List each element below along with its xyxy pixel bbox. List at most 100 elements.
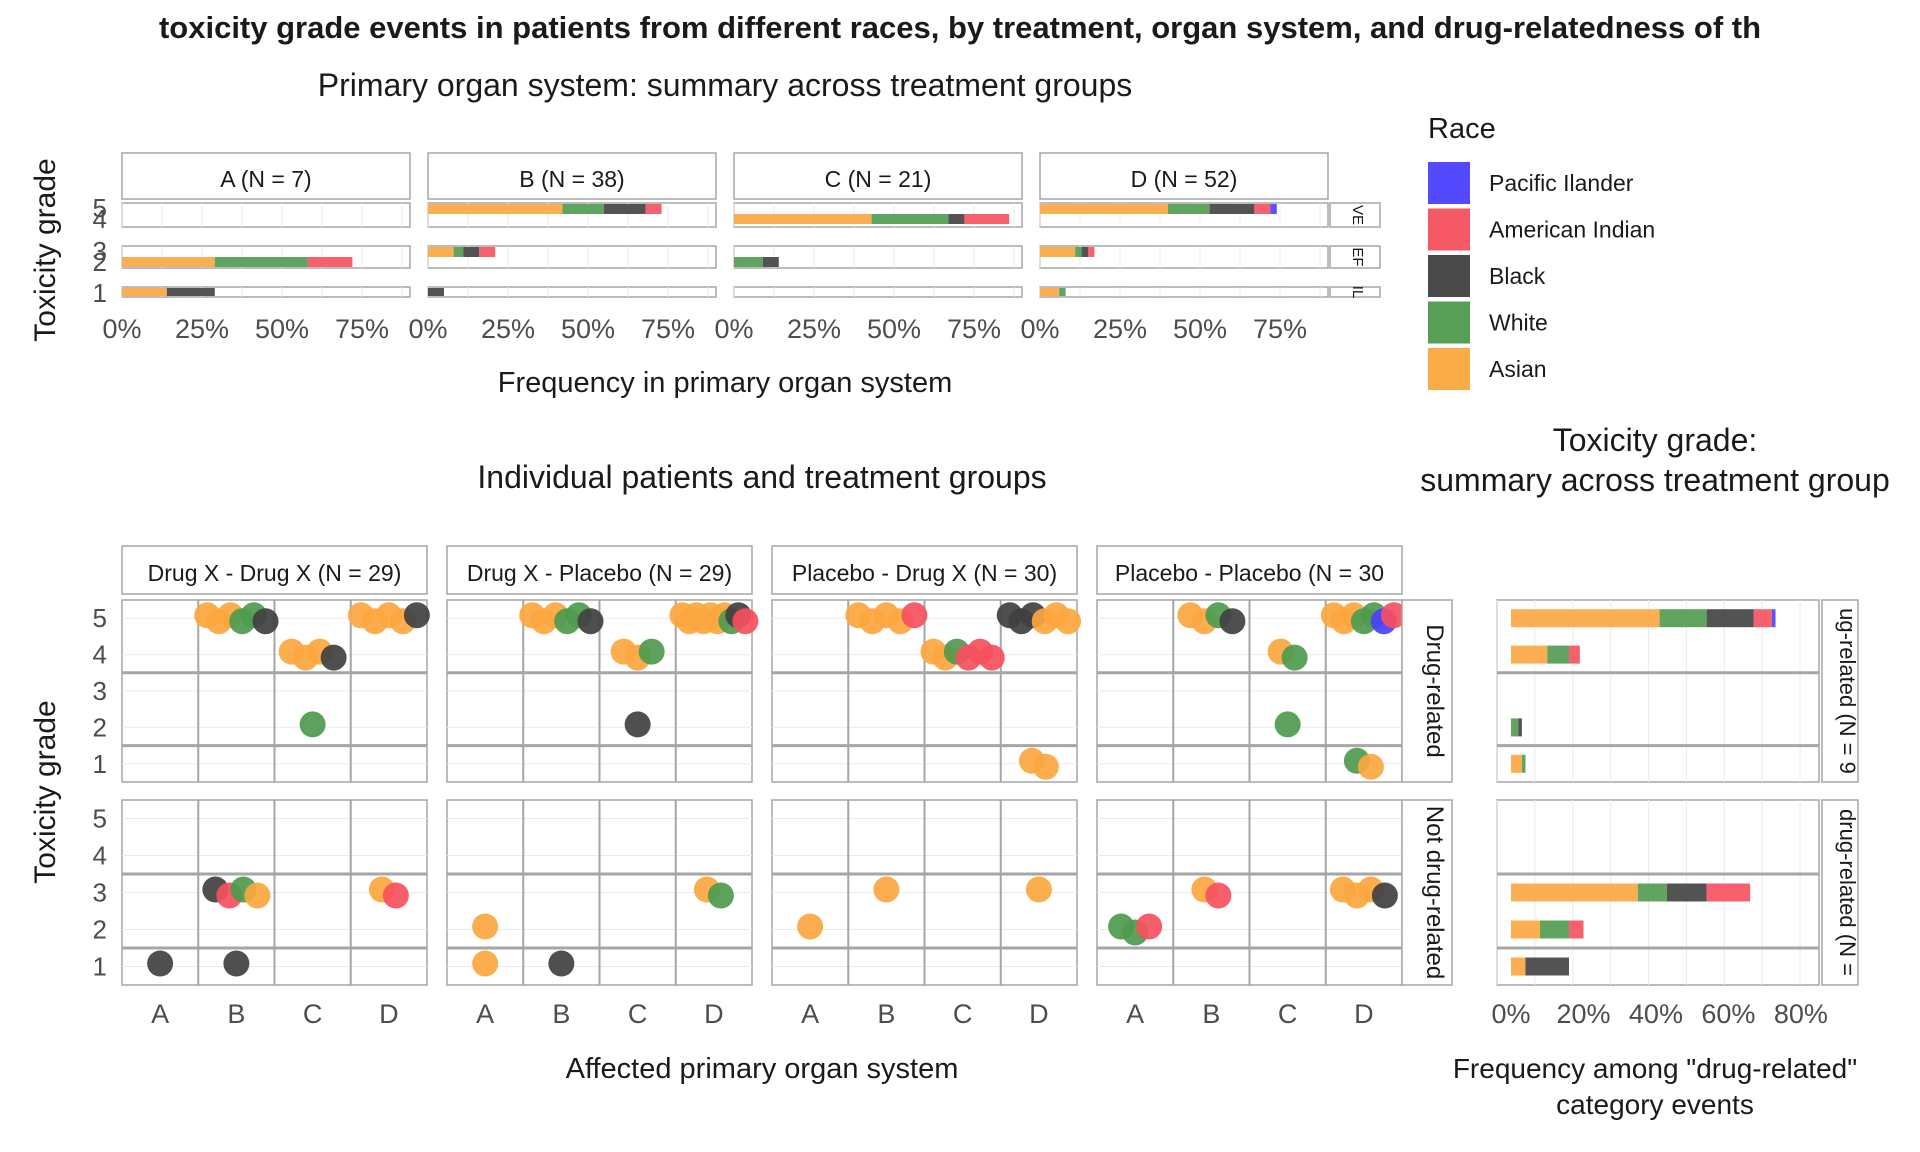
right-bar-segment (1511, 883, 1638, 902)
top-bar-chart: Primary organ system: summary across tre… (29, 67, 1381, 399)
right-bar-segment (1525, 957, 1569, 976)
right-x-tick-label: 20% (1556, 999, 1610, 1029)
scatter-point (901, 602, 928, 629)
scatter-point (1025, 876, 1052, 903)
top-x-tick-label: 75% (947, 314, 1001, 344)
right-bar-segment (1539, 920, 1569, 939)
right-bar-segment (1568, 645, 1580, 664)
scatter-point (797, 913, 824, 940)
top-x-tick-label: 75% (641, 314, 695, 344)
scatter-strip (1096, 545, 1403, 595)
scatter-point (382, 882, 409, 909)
scatter-y-axis-label: Toxicity grade (29, 700, 62, 883)
top-y-axis-label: Toxicity grade (29, 158, 62, 341)
scatter-x-tick-label: C (1278, 999, 1298, 1029)
top-bar-segment (428, 247, 454, 257)
right-x-tick-label: 60% (1701, 999, 1755, 1029)
scatter-strip-label: Drug X - Drug X (N = 29) (148, 560, 402, 586)
top-chart-title: Primary organ system: summary across tre… (318, 67, 1132, 103)
right-bar-segment (1666, 883, 1707, 902)
scatter-x-tick-label: D (704, 999, 724, 1029)
right-bar-segment (1511, 920, 1540, 939)
scatter-point (577, 608, 604, 635)
scatter-point (732, 608, 759, 635)
right-bar-segment (1511, 718, 1519, 737)
top-right-strip-label: IL (1349, 286, 1366, 299)
scatter-chart: Individual patients and treatment groups… (29, 459, 1453, 1085)
right-x-axis-label-line: Frequency among "drug-related" (1453, 1053, 1857, 1084)
top-bar-segment (762, 257, 779, 267)
top-bar-segment (1270, 204, 1277, 214)
scatter-y-tick-label: 3 (93, 878, 107, 908)
top-bar-segment (562, 204, 604, 214)
right-row-strip (1821, 799, 1859, 986)
top-panel-strip (427, 152, 717, 200)
scatter-point (1205, 882, 1232, 909)
right-chart-title-line: summary across treatment group (1420, 462, 1890, 498)
top-bar-segment (453, 247, 464, 257)
scatter-point (1032, 753, 1059, 780)
scatter-point (873, 876, 900, 903)
top-panel-c: C (N = 21)0%25%50%75% (714, 152, 1023, 344)
top-x-tick-label: 25% (175, 314, 229, 344)
right-bar-segment (1637, 883, 1667, 902)
top-right-strip-label: EF (1349, 247, 1366, 266)
top-panel-strip (121, 152, 411, 200)
scatter-point (147, 950, 174, 977)
top-x-tick-label: 0% (102, 314, 141, 344)
right-bar-segment (1706, 883, 1751, 902)
top-panel-strip-label: B (N = 38) (519, 166, 624, 192)
top-right-strip-label: VE (1349, 205, 1366, 225)
scatter-y-tick-label: 4 (93, 841, 107, 871)
scatter-y-tick-label: 3 (93, 676, 107, 706)
top-x-tick-label: 0% (1020, 314, 1059, 344)
scatter-point (472, 913, 499, 940)
scatter-y-tick-label: 5 (93, 804, 107, 834)
right-chart-title-line: Toxicity grade: (1553, 422, 1758, 458)
right-bar-segment (1511, 754, 1522, 773)
scatter-strip-label: Drug X - Placebo (N = 29) (467, 560, 732, 586)
scatter-x-tick-label: A (801, 999, 819, 1029)
scatter-x-tick-label: A (476, 999, 494, 1029)
scatter-point (1136, 913, 1163, 940)
top-bar-segment (479, 247, 496, 257)
scatter-x-axis-label: Affected primary organ system (566, 1053, 959, 1085)
scatter-strip (446, 545, 753, 595)
scatter-x-tick-label: D (379, 999, 399, 1029)
right-bar-chart: Toxicity grade: summary across treatment … (1420, 422, 1890, 1120)
scatter-point (1357, 753, 1384, 780)
legend-swatch (1428, 162, 1470, 204)
scatter-y-tick-label: 2 (93, 712, 107, 742)
top-x-tick-label: 0% (408, 314, 447, 344)
legend-swatch (1428, 348, 1470, 390)
scatter-strip (771, 545, 1078, 595)
top-x-tick-label: 25% (787, 314, 841, 344)
scatter-x-tick-label: A (1126, 999, 1144, 1029)
top-panel-row-border (1039, 286, 1329, 298)
top-bar-segment (166, 288, 215, 296)
scatter-row-strip-label: Drug-related (1421, 624, 1448, 757)
top-y-tick-label: 4 (93, 204, 107, 234)
top-x-tick-label: 75% (335, 314, 389, 344)
top-bar-segment (122, 257, 215, 267)
right-panel-1: ug-related (N = 9 (1496, 599, 1860, 783)
top-panel-strip-label: A (N = 7) (220, 166, 311, 192)
top-bar-segment (1168, 204, 1210, 214)
top-right-strips: VE EF IL (1329, 202, 1381, 299)
top-bar-segment (428, 204, 563, 214)
scatter-y-tick-label: 1 (93, 749, 107, 779)
top-right-strip (1329, 245, 1381, 269)
top-y-tick-label: 2 (93, 247, 107, 277)
top-panel-row-border (121, 202, 411, 228)
right-bar-segment (1753, 609, 1772, 628)
top-bar-segment (1059, 288, 1066, 296)
top-bar-segment (1081, 247, 1088, 257)
top-x-tick-label: 50% (1173, 314, 1227, 344)
top-x-tick-label: 50% (561, 314, 615, 344)
legend-swatch (1428, 255, 1470, 297)
scatter-point (244, 882, 271, 909)
top-bar-segment (463, 247, 480, 257)
scatter-strip-label: Placebo - Placebo (N = 30 (1115, 560, 1384, 586)
top-bar-segment (734, 257, 763, 267)
